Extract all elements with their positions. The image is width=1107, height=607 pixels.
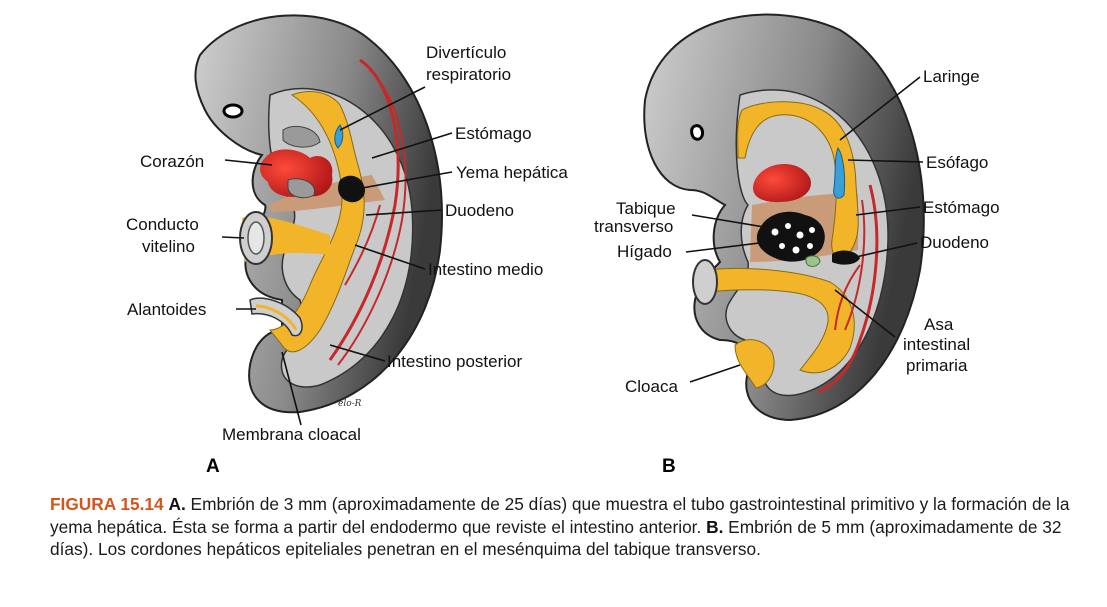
label-duodeno-a: Duodeno xyxy=(445,201,514,220)
panel-a-letter: A xyxy=(206,456,220,477)
caption-figure-label: FIGURA 15.14 xyxy=(50,494,164,514)
embryo-figure: Divertículo respiratorio Estómago Corazó… xyxy=(126,13,1000,477)
label-conducto-line2: vitelino xyxy=(142,237,195,256)
embryo-b-foregut xyxy=(737,101,859,258)
embryo-b-heart xyxy=(752,163,811,203)
caption-a-text: Embrión de 3 mm (aproximadamente de 25 d… xyxy=(50,494,1070,537)
embryo-b-cloaca xyxy=(734,339,775,389)
panel-a-embryo xyxy=(194,14,443,414)
label-estomago-a: Estómago xyxy=(455,124,532,143)
embryo-a-heart xyxy=(260,149,333,197)
label-estomago-b: Estómago xyxy=(923,198,1000,217)
label-diverticulo-line2: respiratorio xyxy=(426,65,511,84)
embryo-b-vitelline-ring xyxy=(692,259,718,305)
label-cloaca: Cloaca xyxy=(625,377,678,396)
label-conducto-line1: Conducto xyxy=(126,215,199,234)
embryo-a-vessel-1 xyxy=(328,58,400,361)
label-laringe: Laringe xyxy=(923,67,980,86)
caption-a-marker: A. xyxy=(168,494,186,514)
illustrator-signature: elo-R xyxy=(338,399,362,409)
label-tabique-line1: Tabique xyxy=(616,199,676,218)
embryo-a-vitelline-inner xyxy=(247,221,265,255)
panel-b-embryo xyxy=(643,13,925,422)
caption-b-marker: B. xyxy=(706,516,724,537)
label-esofago: Esófago xyxy=(926,153,988,172)
embryo-a-heart-gray xyxy=(282,126,321,148)
label-asa-line1: Asa xyxy=(924,315,954,334)
panel-b-labels: Laringe Esófago Tabique transverso Estóm… xyxy=(594,67,1000,477)
label-diverticulo-line1: Divertículo xyxy=(426,43,506,62)
figure-caption: FIGURA 15.14 A. Embrión de 3 mm (aproxim… xyxy=(50,493,1096,561)
label-intestino-posterior: Intestino posterior xyxy=(387,352,522,371)
panel-b-leaders xyxy=(685,76,924,383)
embryo-b-liver xyxy=(756,211,825,262)
embryo-a-respiratory-bud xyxy=(334,124,344,149)
embryo-b-midgut xyxy=(699,267,855,374)
label-corazon: Corazón xyxy=(140,152,204,171)
embryo-b-vessel-1 xyxy=(817,184,879,394)
embryo-a-vessel-2 xyxy=(337,69,407,366)
label-asa-line3: primaria xyxy=(906,356,968,375)
label-intestino-medio: Intestino medio xyxy=(428,260,543,279)
embryo-a-liver-bud xyxy=(338,175,366,203)
panel-b-letter: B xyxy=(662,456,676,477)
label-asa-line2: intestinal xyxy=(903,335,970,354)
embryo-a-heart-gray-2 xyxy=(287,178,316,199)
embryo-b-respiratory xyxy=(833,146,846,199)
embryo-a-allantois-duct xyxy=(255,304,298,331)
embryo-b-liver-cords xyxy=(771,223,815,254)
embryo-a-eye xyxy=(222,103,244,119)
embryo-b-eye xyxy=(690,124,704,141)
label-tabique-line2: transverso xyxy=(594,217,673,236)
label-alantoides: Alantoides xyxy=(127,300,206,319)
embryo-b-gallbladder xyxy=(805,255,821,267)
panel-a-labels: Divertículo respiratorio Estómago Corazó… xyxy=(126,43,568,477)
label-duodeno-b: Duodeno xyxy=(920,233,989,252)
embryo-b-duodenum-bud xyxy=(832,250,860,265)
label-membrana-cloacal: Membrana cloacal xyxy=(222,425,361,444)
panel-a-leaders xyxy=(221,86,453,426)
label-higado: Hígado xyxy=(617,242,672,261)
caption-b-text: Embrión de 5 mm (aproximadamente de 32 d… xyxy=(50,516,1062,560)
label-yema-hepatica: Yema hepática xyxy=(456,163,568,182)
